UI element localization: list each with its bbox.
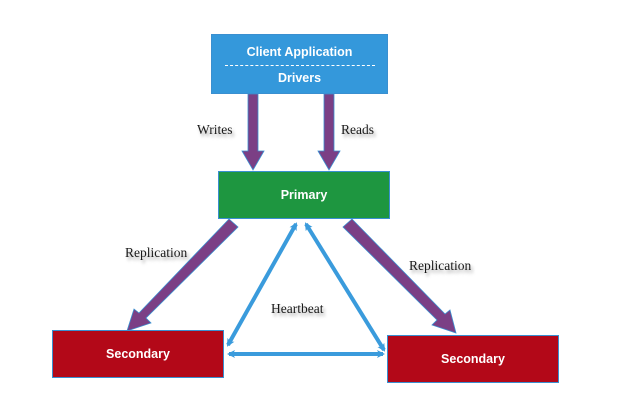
client-application-node: Client Application Drivers bbox=[211, 34, 388, 94]
secondary-left-label: Secondary bbox=[106, 347, 170, 361]
primary-node: Primary bbox=[218, 171, 390, 219]
drivers-label: Drivers bbox=[277, 71, 322, 85]
reads-arrow bbox=[317, 93, 341, 171]
client-separator bbox=[224, 65, 375, 66]
client-application-title: Client Application bbox=[246, 45, 353, 59]
writes-label: Writes bbox=[197, 122, 233, 137]
secondary-right-node: Secondary bbox=[387, 335, 559, 383]
reads-label: Reads bbox=[341, 122, 374, 137]
replication-left-label: Replication bbox=[125, 245, 188, 260]
replication-right-arrow bbox=[342, 218, 457, 334]
secondary-left-node: Secondary bbox=[52, 330, 224, 378]
primary-label: Primary bbox=[280, 188, 328, 202]
secondary-right-label: Secondary bbox=[441, 352, 505, 366]
writes-arrow bbox=[241, 93, 265, 171]
heartbeat-left-line bbox=[226, 222, 298, 347]
heartbeat-label: Heartbeat bbox=[271, 301, 324, 316]
replication-right-label: Replication bbox=[409, 258, 472, 273]
heartbeat-right-line bbox=[304, 222, 386, 352]
replication-left-arrow bbox=[126, 218, 239, 332]
